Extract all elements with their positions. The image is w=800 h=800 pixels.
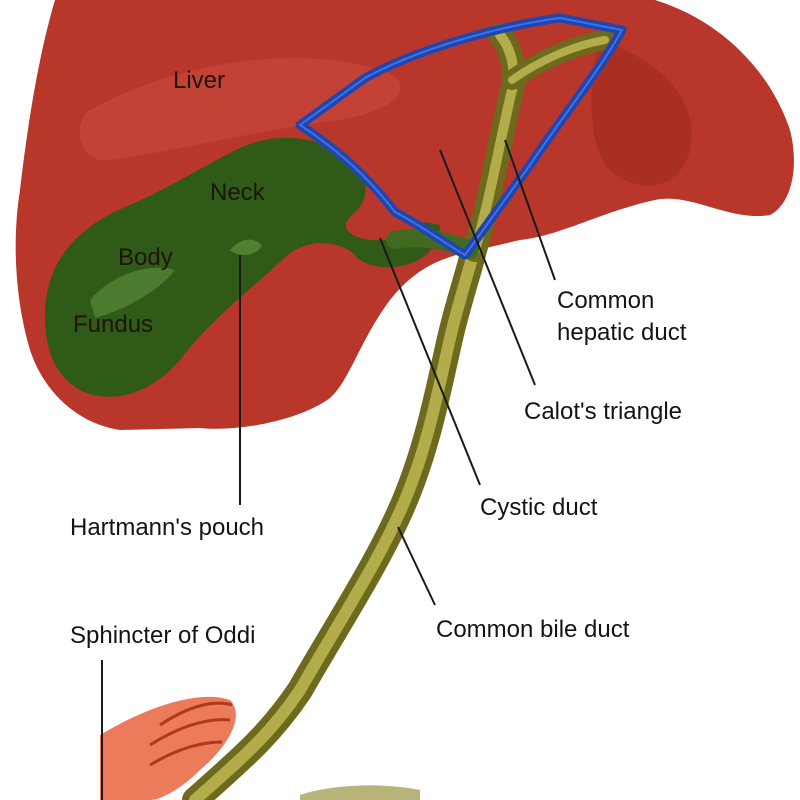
gallbladder-highlight xyxy=(90,267,175,318)
liver-highlight xyxy=(79,58,401,161)
label-body: Body xyxy=(118,244,173,271)
label-cystic-duct: Cystic duct xyxy=(480,494,598,521)
common-hepatic-duct-highlight xyxy=(470,30,519,255)
label-common-hepatic-line2: hepatic duct xyxy=(557,319,687,346)
label-liver: Liver xyxy=(173,67,225,94)
bile-ducts xyxy=(182,23,615,800)
label-common-hepatic-line1: Common xyxy=(557,287,654,314)
gallbladder-shape xyxy=(45,137,440,397)
label-calots-triangle: Calot's triangle xyxy=(524,398,682,425)
leader-calots-triangle xyxy=(439,149,536,386)
hepatic-duct-branch-highlight xyxy=(508,36,609,84)
duodenum-edge xyxy=(300,785,420,800)
label-fundus: Fundus xyxy=(73,311,153,338)
leader-common-hepatic-duct xyxy=(504,139,556,281)
label-common-bile-duct: Common bile duct xyxy=(436,616,630,643)
liver-lobe-shading xyxy=(591,40,692,186)
label-neck: Neck xyxy=(210,179,266,206)
calots-triangle-inner-line xyxy=(299,17,623,256)
sphincter-fold-2 xyxy=(149,718,231,747)
sphincter-fold-3 xyxy=(149,740,223,767)
leader-cystic-duct xyxy=(379,237,481,486)
label-sphincter-of-oddi: Sphincter of Oddi xyxy=(70,622,255,649)
common-bile-duct-highlight xyxy=(189,239,481,800)
sphincter-fold-1 xyxy=(159,701,233,727)
leader-common-bile-duct xyxy=(397,526,436,606)
label-hartmanns-pouch: Hartmann's pouch xyxy=(70,514,264,541)
sphincter-shape xyxy=(100,696,420,800)
hartmanns-pouch-fold xyxy=(230,239,262,255)
gallbladder-body xyxy=(45,137,440,397)
